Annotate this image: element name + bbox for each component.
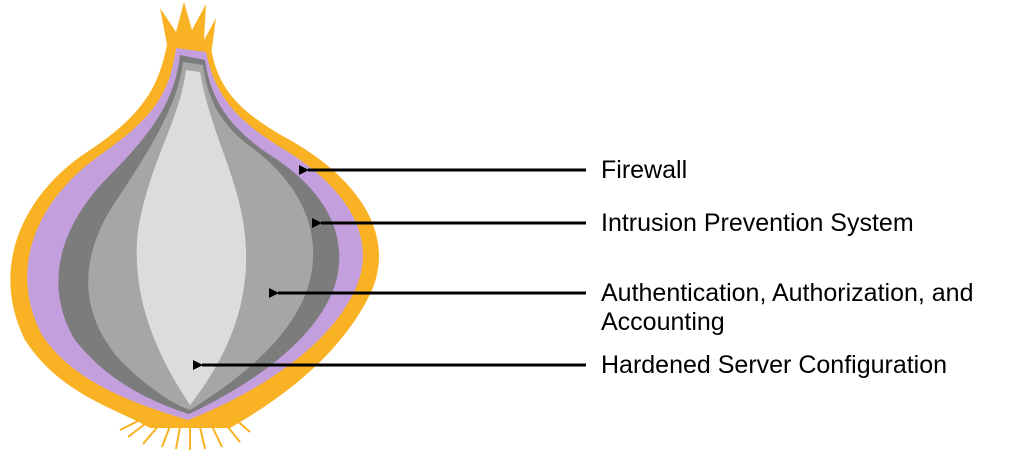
- firewall-label: Firewall: [601, 156, 688, 184]
- label-arrows: [193, 165, 586, 370]
- ips-label: Intrusion Prevention System: [601, 209, 914, 237]
- aaa-label-line2: Accounting: [601, 308, 725, 336]
- aaa-label-line1: Authentication, Authorization, and: [601, 279, 974, 307]
- server-label: Hardened Server Configuration: [601, 351, 948, 379]
- server-layer: [136, 70, 247, 405]
